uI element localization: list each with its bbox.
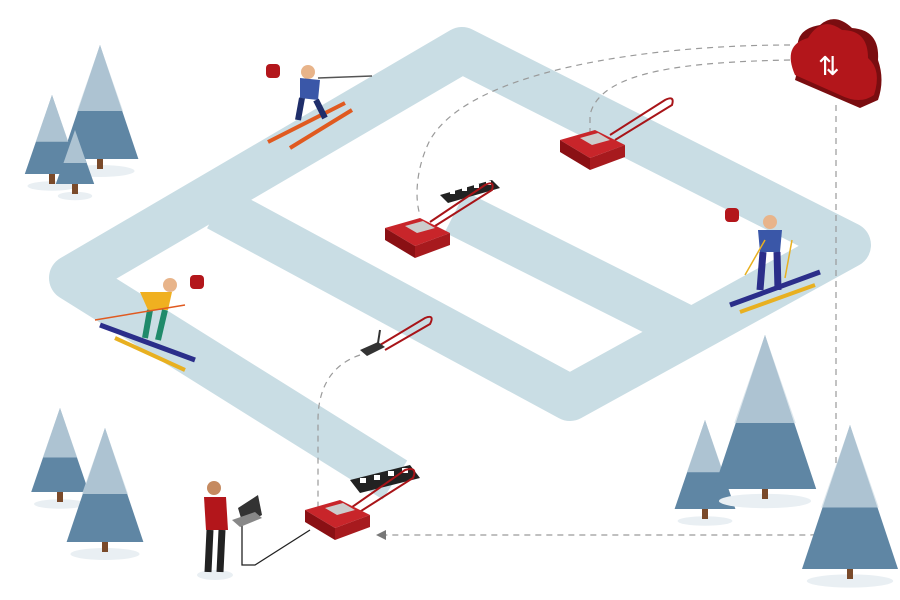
tree-icon	[31, 408, 89, 509]
detection-loops	[241, 97, 674, 566]
timing-device-icon	[560, 130, 625, 170]
tree-icon	[55, 130, 95, 201]
laptop-icon	[232, 495, 262, 527]
skier-icon	[266, 64, 373, 150]
timing-device-icon	[305, 500, 370, 540]
tree-icon	[713, 335, 817, 509]
skier-icon	[94, 275, 204, 372]
antenna-icon	[360, 329, 385, 356]
timing-device-icon	[385, 218, 450, 258]
cloud-sync-icon: ⇅	[790, 19, 882, 109]
tree-icon	[802, 425, 898, 588]
skier-icon	[725, 208, 821, 314]
tree-icon	[66, 428, 144, 560]
arrow-head-icon	[376, 530, 386, 540]
trees	[24, 45, 898, 588]
tree-icon	[24, 95, 80, 191]
wireless-links	[317, 44, 837, 536]
svg-text:⇅: ⇅	[818, 52, 840, 82]
person-icon	[197, 481, 233, 580]
ski-track	[49, 27, 871, 500]
